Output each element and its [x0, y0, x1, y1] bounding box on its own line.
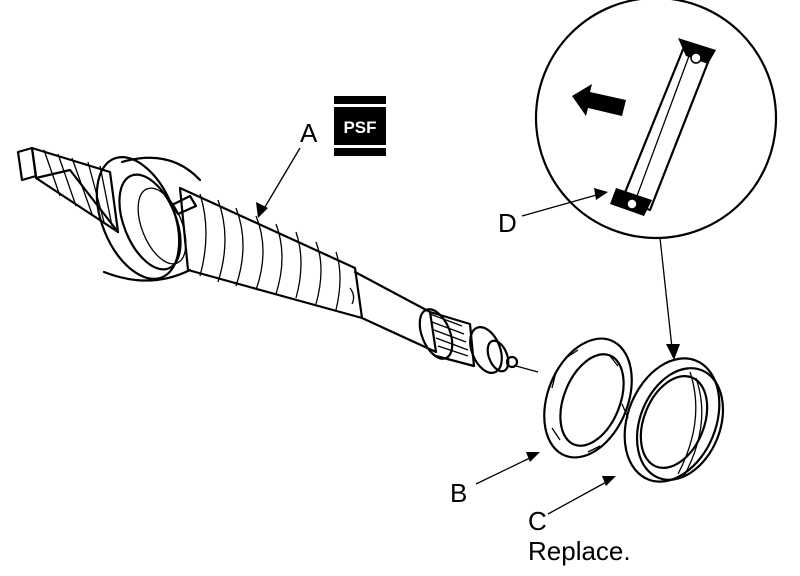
seal-detail-inset [534, 0, 778, 360]
psf-badge-label: PSF [343, 118, 376, 137]
callout-c-letter: C [528, 506, 547, 536]
thrust-washer [543, 337, 633, 459]
callout-b: B [450, 452, 540, 508]
pinion-shaft-assembly [16, 146, 539, 374]
shaft-neck [349, 270, 438, 354]
callout-c: C Replace. [528, 476, 631, 566]
callout-b-letter: B [450, 478, 467, 508]
callout-a: A [256, 118, 318, 218]
pinion-gear [16, 146, 120, 234]
direction-arrow-icon [572, 84, 626, 116]
psf-badge: PSF [334, 96, 386, 156]
callout-a-letter: A [300, 118, 318, 148]
callout-d: D [498, 188, 608, 238]
callout-c-note: Replace. [528, 536, 631, 566]
shaft-splines [418, 308, 539, 374]
oil-seal [623, 357, 725, 483]
callout-d-letter: D [498, 208, 517, 238]
